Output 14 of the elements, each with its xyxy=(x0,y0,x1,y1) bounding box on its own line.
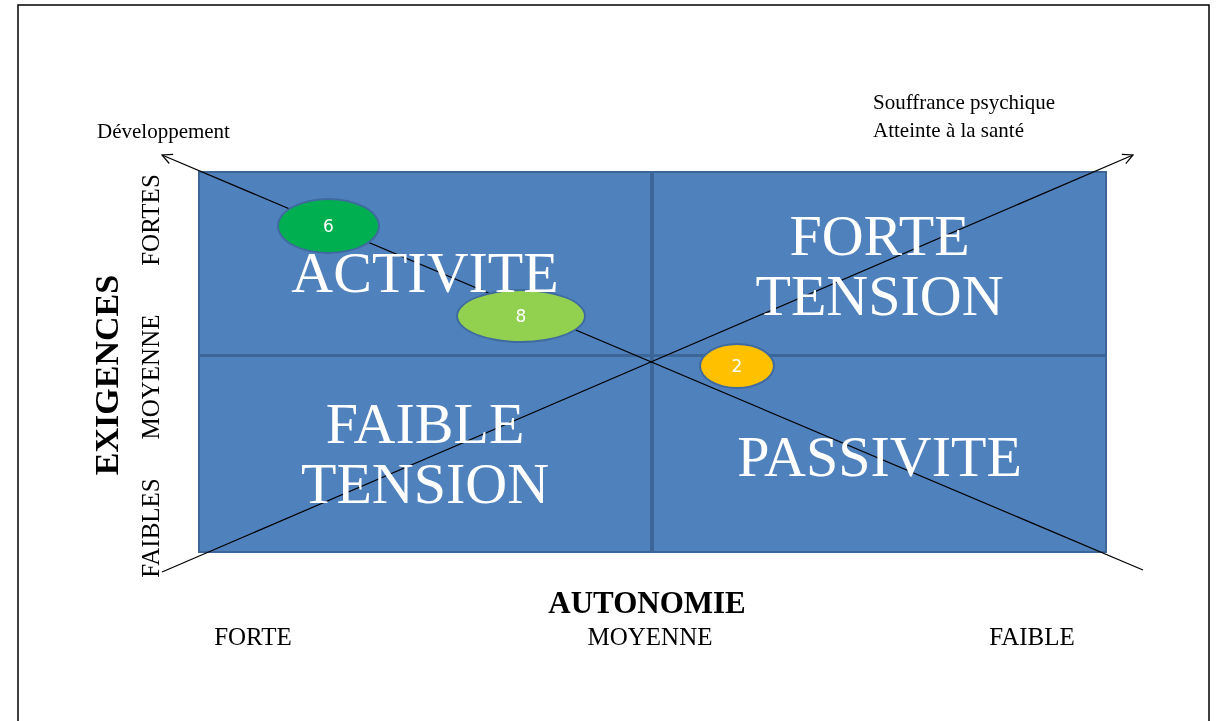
axis-label: FORTE xyxy=(214,623,292,649)
axis-label-vertical: EXIGENCES xyxy=(90,274,124,476)
axis-label: Souffrance psychique xyxy=(873,92,1056,113)
axis-label: Développement xyxy=(97,121,230,142)
axis-label: Atteinte à la santé xyxy=(873,120,1025,141)
axis-label-vertical: FORTES xyxy=(137,174,163,266)
axis-label-vertical: MOYENNE xyxy=(137,314,163,440)
score-number: 8 xyxy=(515,306,527,326)
axis-label-vertical: FAIBLES xyxy=(137,478,163,578)
axis-label: MOYENNE xyxy=(587,623,713,649)
score-number: 6 xyxy=(323,216,334,236)
axis-label: AUTONOMIE xyxy=(548,586,746,618)
axis-label: FAIBLE xyxy=(989,623,1075,649)
score-number: 2 xyxy=(731,356,743,376)
